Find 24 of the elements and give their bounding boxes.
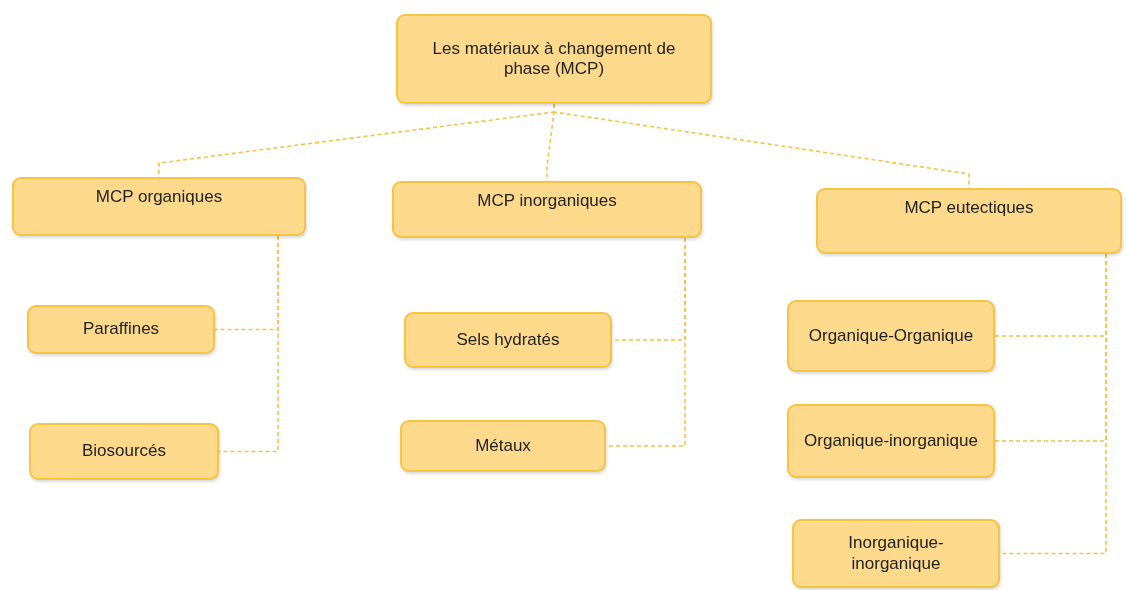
node-label: Inorganique-inorganique — [847, 533, 945, 574]
process-box — [787, 404, 995, 478]
node-label: MCP inorganiques — [477, 191, 617, 212]
node-label: Les matériaux à changement de phase (MCP) — [431, 38, 677, 80]
process-box — [816, 188, 1122, 254]
node-label: Sels hydratés — [456, 329, 560, 351]
process-box — [396, 14, 712, 104]
node-label: Organique-Organique — [808, 325, 974, 347]
node-label: Organique-inorganique — [804, 430, 978, 452]
node-label: MCP organiques — [95, 187, 223, 208]
process-box — [29, 423, 219, 480]
node-label: Paraffines — [82, 319, 160, 340]
connector-line — [553, 103, 970, 189]
process-box — [12, 177, 306, 236]
process-box — [787, 300, 995, 372]
process-box — [792, 519, 1000, 588]
process-box — [392, 181, 702, 238]
process-box — [404, 312, 612, 368]
process-box — [400, 420, 606, 472]
process-box — [27, 305, 215, 354]
node-label: MCP eutectiques — [904, 198, 1034, 219]
node-label: Biosourcés — [81, 441, 167, 462]
connector-line — [218, 235, 279, 453]
node-label: Métaux — [475, 435, 531, 457]
